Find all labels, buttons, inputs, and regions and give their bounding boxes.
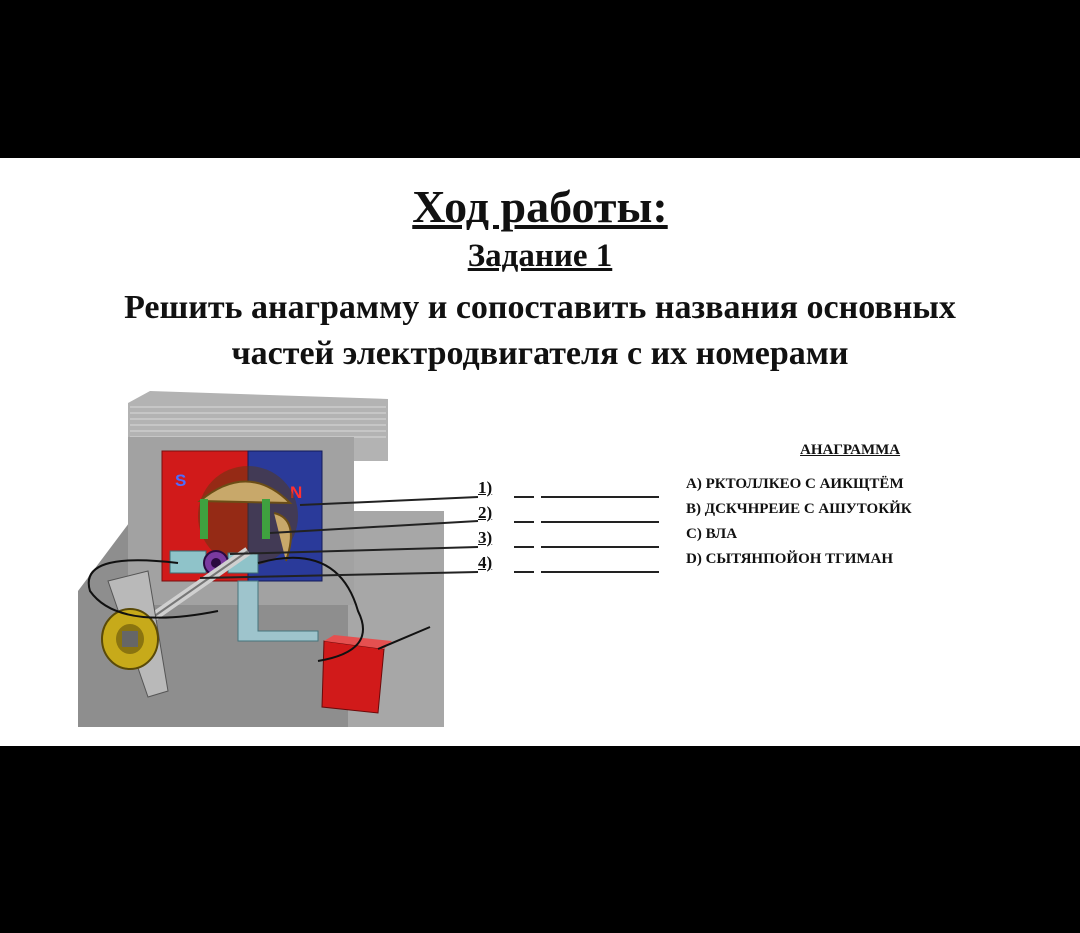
answer-blank-2a — [514, 521, 534, 523]
answer-blank-3b — [541, 546, 659, 548]
answer-blank-2b — [541, 521, 659, 523]
anagram-item-a: А) РКТОЛЛКЕО С АИКЩТЁМ — [686, 476, 904, 492]
electric-motor-illustration: S N — [78, 391, 444, 727]
answer-blank-4a — [514, 571, 534, 573]
wire-battery — [377, 626, 431, 650]
answer-blank-4b — [541, 571, 659, 573]
shaft-support-right — [237, 580, 319, 642]
wire-right — [257, 556, 364, 662]
anagram-item-c: С) ВЛА — [686, 526, 738, 542]
task-line-1: Решить анаграмму и сопоставить названия … — [124, 289, 956, 326]
pole-s-label: S — [175, 471, 186, 490]
anagram-item-d: D) СЫТЯНПОЙОН ТГИМАН — [686, 551, 894, 567]
number-label-1: 1) — [478, 478, 493, 497]
answer-blank-3a — [514, 546, 534, 548]
pulley — [101, 608, 159, 670]
number-label-3: 3) — [478, 528, 493, 547]
page-title: Ход работы: — [412, 181, 668, 232]
number-label-2: 2) — [478, 503, 493, 522]
task-description: Решить анаграмму и сопоставить названия … — [20, 285, 1060, 377]
slide: Ход работы: Задание 1 Решить анаграмму и… — [0, 158, 1080, 746]
number-label-4: 4) — [478, 553, 493, 572]
task-subtitle: Задание 1 — [467, 238, 613, 274]
wire-left — [87, 559, 219, 619]
anagram-item-b: В) ДСКЧНРЕИЕ С АШУТОКЙК — [686, 501, 912, 517]
answer-blank-1a — [514, 496, 534, 498]
answer-blank-1b — [541, 496, 659, 498]
task-line-2: частей электродвигателя с их номерами — [231, 335, 849, 372]
anagram-title: АНАГРАММА — [800, 442, 901, 458]
